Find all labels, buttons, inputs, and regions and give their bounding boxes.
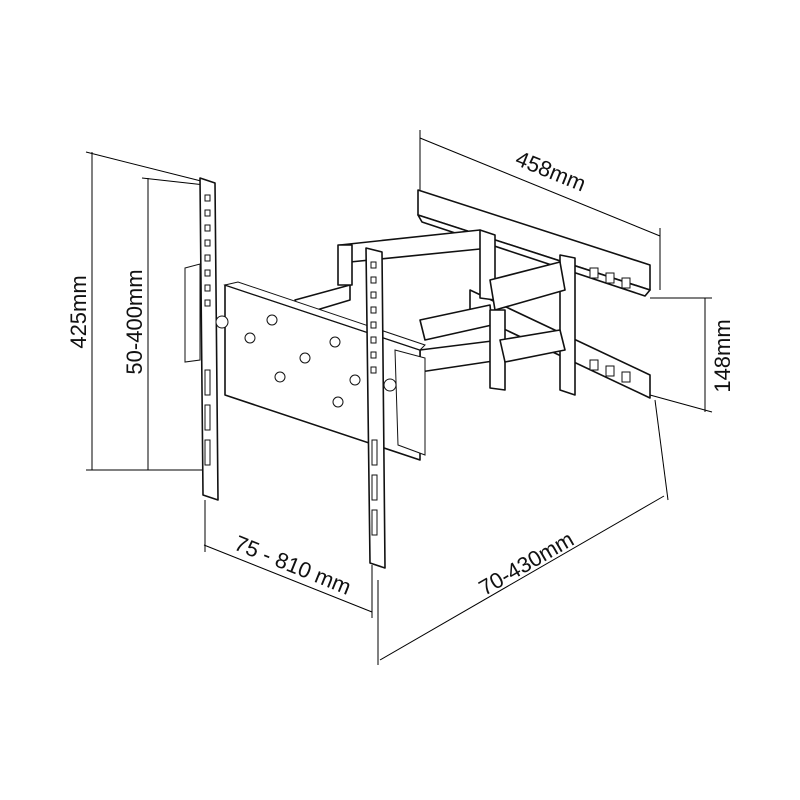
dimension-overall-height: 425mm: [66, 151, 206, 471]
label-75-810mm: 75 - 810 mm: [231, 530, 355, 599]
label-70-430mm: 70-430mm: [474, 526, 578, 600]
label-50-400mm: 50-400mm: [122, 269, 147, 374]
dimension-vesa-horizontal: 75 - 810 mm: [203, 500, 373, 618]
left-vertical-bracket: [184, 177, 229, 501]
label-425mm: 425mm: [66, 275, 91, 348]
right-vertical-bracket: [365, 247, 426, 569]
dimension-vesa-vertical: 50-400mm: [122, 177, 206, 470]
label-148mm: 148mm: [710, 319, 735, 392]
dimension-wall-plate-height: 148mm: [649, 297, 735, 413]
tv-mounting-plate: [223, 281, 426, 461]
label-458mm: 458mm: [512, 146, 589, 197]
